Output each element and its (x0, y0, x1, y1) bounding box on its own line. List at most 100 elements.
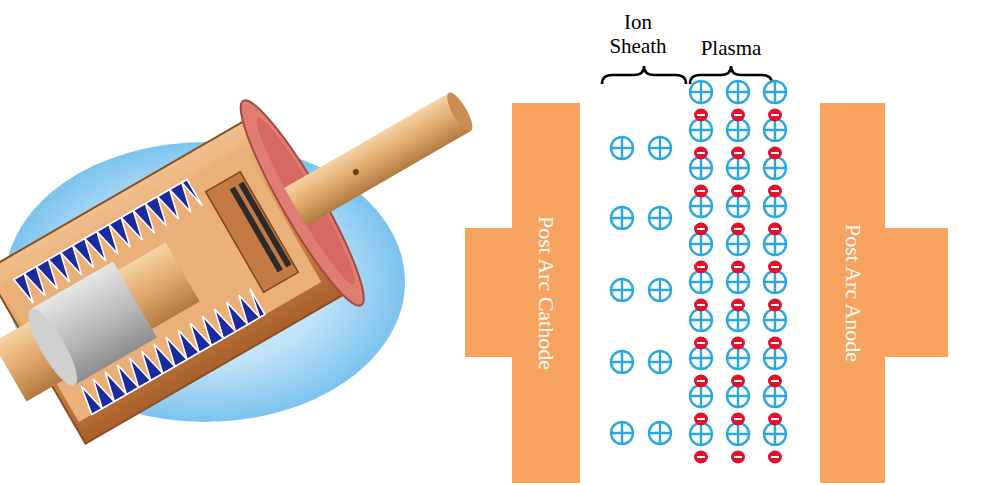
ion-circle (727, 119, 749, 141)
ion-circle (611, 422, 633, 444)
positive-ion (764, 347, 786, 369)
shaft-through-flange (284, 173, 332, 226)
electron-minus (697, 266, 705, 268)
ion-circle (764, 347, 786, 369)
electron-minus (771, 190, 779, 192)
electron-circle (768, 223, 782, 236)
electron (731, 337, 745, 350)
electron-minus (771, 114, 779, 116)
electron (768, 223, 782, 236)
electrode-outline (465, 103, 580, 483)
ion-plus (764, 271, 786, 293)
positive-ion (690, 309, 712, 331)
electron-minus (697, 418, 705, 420)
ion-plus (764, 119, 786, 141)
electron-circle (694, 147, 708, 160)
electron (694, 147, 708, 160)
ion-circle (611, 137, 633, 159)
electron-minus (771, 266, 779, 268)
positive-ion (764, 309, 786, 331)
electron-circle (768, 413, 782, 426)
ion-plus (690, 385, 712, 407)
electron-minus (771, 380, 779, 382)
ion-circle (764, 195, 786, 217)
electron-circle (768, 109, 782, 122)
ion-circle (649, 351, 671, 373)
positive-ion (611, 351, 633, 373)
ion-plus (690, 119, 712, 141)
positive-ion (690, 157, 712, 179)
region-label: Ion Sheath (600, 10, 676, 58)
charge-symbols (611, 81, 786, 464)
electron-circle (694, 223, 708, 236)
positive-ion (690, 271, 712, 293)
ion-plus (727, 119, 749, 141)
electron-circle (768, 299, 782, 312)
ion-plus (764, 195, 786, 217)
ion-plus (727, 157, 749, 179)
positive-ion (727, 385, 749, 407)
ion-plus (649, 207, 671, 229)
ion-plus (727, 195, 749, 217)
electron (731, 299, 745, 312)
electrode-outline (820, 103, 948, 483)
ion-circle (649, 137, 671, 159)
electron (694, 413, 708, 426)
ion-plus (611, 207, 633, 229)
ion-plus (649, 422, 671, 444)
electron-circle (694, 299, 708, 312)
ion-circle (727, 81, 749, 103)
ion-circle (764, 81, 786, 103)
electron (694, 185, 708, 198)
electron-circle (694, 261, 708, 274)
electron (694, 223, 708, 236)
positive-ion (764, 423, 786, 445)
electron-circle (768, 185, 782, 198)
positive-ion (611, 207, 633, 229)
electron-minus (734, 380, 742, 382)
ion-circle (690, 309, 712, 331)
positive-ion (727, 233, 749, 255)
ion-plus (727, 347, 749, 369)
ion-circle (690, 233, 712, 255)
electron-minus (734, 152, 742, 154)
electron-circle (768, 147, 782, 160)
positive-ion (764, 195, 786, 217)
ion-plus (727, 385, 749, 407)
positive-ion (764, 157, 786, 179)
electron-circle (731, 109, 745, 122)
ion-plus (649, 351, 671, 373)
electron-minus (771, 304, 779, 306)
electron-circle (731, 413, 745, 426)
electron-circle (731, 223, 745, 236)
electron (768, 375, 782, 388)
positive-ion (649, 351, 671, 373)
region-label: Plasma (684, 36, 778, 60)
electron-minus (734, 342, 742, 344)
electron-minus (697, 304, 705, 306)
ion-plus (727, 81, 749, 103)
electron-circle (694, 109, 708, 122)
ion-circle (764, 385, 786, 407)
positive-ion (727, 309, 749, 331)
positive-ion (611, 279, 633, 301)
positive-ion (690, 81, 712, 103)
ion-circle (727, 423, 749, 445)
electrode-label-area: Post Arc Cathode (512, 103, 580, 483)
ion-plus (649, 137, 671, 159)
ion-circle (611, 279, 633, 301)
ion-circle (727, 157, 749, 179)
electron (768, 261, 782, 274)
electron-circle (768, 451, 782, 464)
electron-minus (697, 228, 705, 230)
electron (694, 375, 708, 388)
positive-ion (727, 81, 749, 103)
ion-circle (611, 351, 633, 373)
ion-circle (727, 195, 749, 217)
electron (768, 147, 782, 160)
ion-plus (690, 347, 712, 369)
electron (731, 261, 745, 274)
positive-ion (764, 119, 786, 141)
positive-ion (611, 137, 633, 159)
ion-sheath-brace (602, 66, 686, 84)
